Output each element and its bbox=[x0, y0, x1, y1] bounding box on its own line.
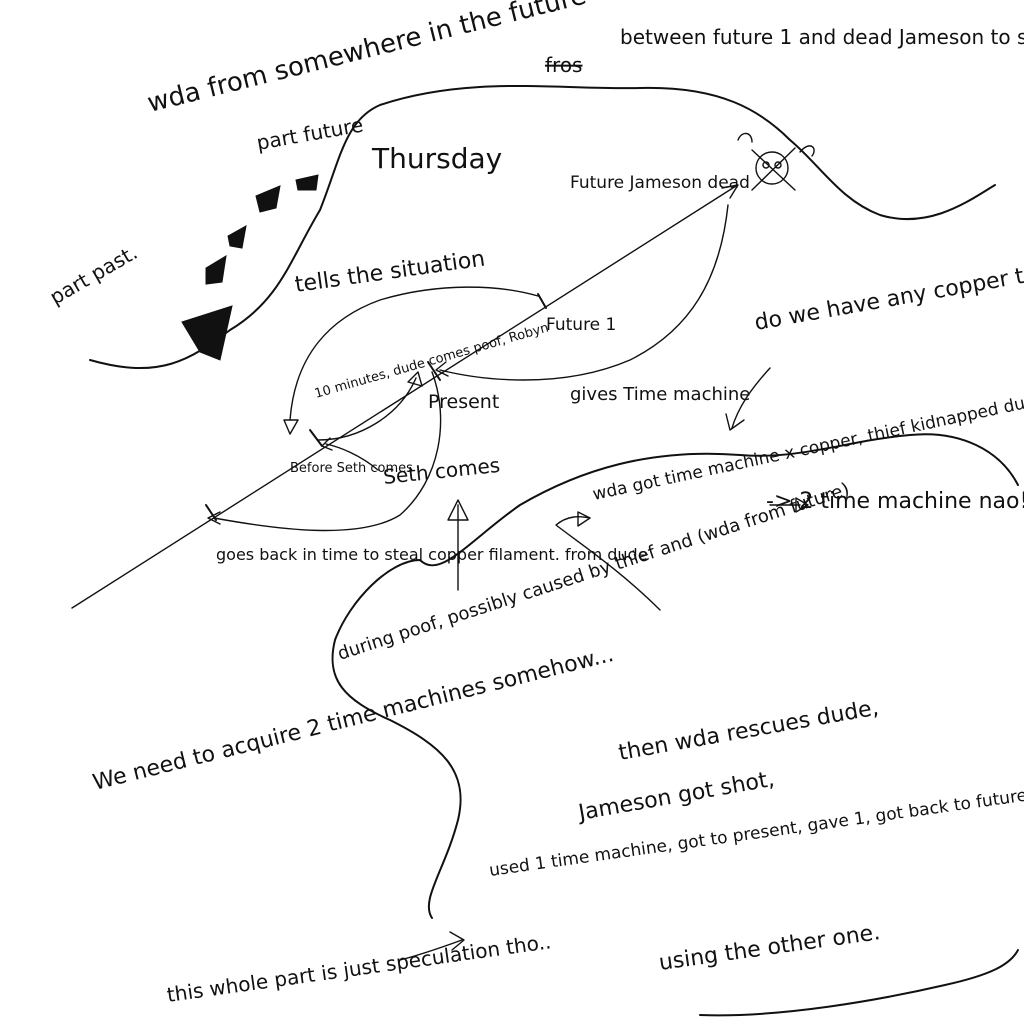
arrow-seth-to-before bbox=[325, 443, 379, 471]
lower-region-boundary bbox=[331, 433, 1019, 919]
arrow-present-loop bbox=[213, 371, 442, 532]
arrow-wda-head bbox=[577, 511, 591, 527]
note-part-past: part past. bbox=[46, 240, 142, 309]
note-before-seth: Before Seth comes bbox=[290, 461, 413, 476]
arrow-up-head bbox=[447, 499, 469, 521]
arrow-future-to-present bbox=[439, 204, 729, 381]
arrow-copper-question bbox=[731, 367, 771, 429]
note-speculation: this whole part is just speculation tho.… bbox=[165, 929, 552, 1007]
blob-3 bbox=[227, 225, 247, 249]
upper-region-boundary bbox=[89, 84, 996, 369]
note-ten-minutes: 10 minutes, dude comes poof, Robyn bbox=[313, 321, 550, 402]
timeline-axis bbox=[71, 185, 737, 609]
tick-before-seth bbox=[309, 429, 323, 447]
arrow-gives-head bbox=[435, 361, 449, 377]
note-then-wda: then wda rescues dude, bbox=[617, 696, 881, 766]
note-goes-back: goes back in time to steal copper filame… bbox=[216, 545, 648, 564]
note-gives-time-machine: gives Time machine bbox=[570, 384, 750, 405]
note-jameson-shot: Jameson got shot, bbox=[575, 767, 777, 826]
note-future-jameson-dead: Future Jameson dead bbox=[570, 173, 750, 193]
note-two-time-machine: -> 2 time machine nao! bbox=[766, 489, 1024, 514]
note-using-other: using the other one. bbox=[657, 920, 881, 976]
note-tells-situation: tells the situation bbox=[293, 247, 486, 298]
lower-region-bottom bbox=[699, 949, 1019, 1017]
arrow-speculation-head bbox=[449, 931, 465, 951]
note-used-one: used 1 time machine, got to present, gav… bbox=[488, 786, 1024, 881]
note-present: Present bbox=[428, 391, 499, 413]
arrow-speculation bbox=[399, 939, 463, 961]
timeline-arrowhead bbox=[721, 184, 739, 199]
arrow-two-head bbox=[795, 497, 809, 513]
arrow-dude-comes bbox=[317, 377, 417, 441]
note-wda-got-machine: wda got time machine x copper, thief kid… bbox=[591, 388, 1024, 505]
note-copper-question: do we have any copper thingy? bbox=[753, 251, 1024, 336]
tick-present bbox=[427, 361, 441, 381]
arrow-copper-head bbox=[725, 413, 745, 431]
note-between: between future 1 and dead Jameson to som… bbox=[620, 25, 1024, 49]
arrow-seth-head bbox=[321, 437, 333, 451]
note-we-need: We need to acquire 2 time machines someh… bbox=[90, 642, 616, 796]
skull-crossbones-icon bbox=[737, 132, 815, 191]
arrow-past-head bbox=[207, 511, 221, 525]
note-strike: fros bbox=[545, 53, 582, 77]
arrow-tells-situation bbox=[289, 286, 539, 421]
note-seth-comes: Seth comes bbox=[382, 453, 501, 489]
blob-5 bbox=[181, 305, 233, 361]
note-part-future: part future bbox=[255, 113, 365, 155]
note-thursday: Thursday bbox=[371, 142, 502, 175]
tick-future-1 bbox=[537, 293, 547, 309]
blob-1 bbox=[295, 174, 319, 191]
arrow-dude-head bbox=[407, 371, 423, 387]
blob-2 bbox=[255, 185, 281, 213]
note-future-1: Future 1 bbox=[546, 315, 616, 335]
blob-4 bbox=[205, 255, 227, 285]
arrow-tells-head bbox=[283, 419, 299, 435]
note-wda-from-future: wda from somewhere in the future bbox=[144, 0, 589, 119]
